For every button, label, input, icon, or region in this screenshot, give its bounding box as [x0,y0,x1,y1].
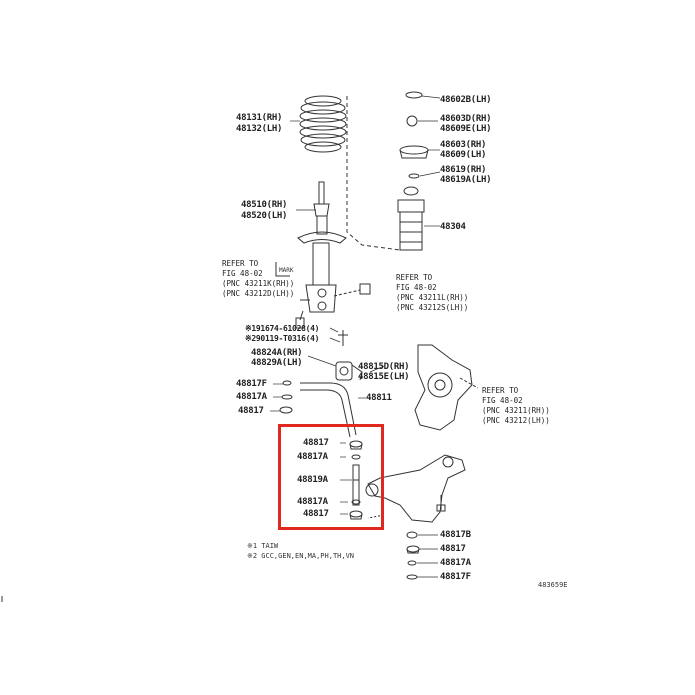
label-right-48817b[interactable]: 48817B [440,530,471,540]
coil-spring [299,95,347,153]
label-left-48817f[interactable]: 48817F [236,379,267,389]
label-strut-rh[interactable]: 48510(RH) [241,200,288,210]
leader-lines [270,95,441,578]
stabilizer-bar [300,361,363,438]
label-box-48817-top[interactable]: 48817 [303,438,329,448]
label-box-48817a-bottom[interactable]: 48817A [297,497,328,507]
label-washer-rh[interactable]: 48619(RH) [440,165,487,175]
label-support-lh[interactable]: 48609(LH) [440,150,487,160]
ref-left: REFER TO FIG 48-02 (PNC 43211K(RH)) (PNC… [222,259,295,298]
label-bolt1[interactable]: ※191674-61028(4) [245,324,320,333]
label-spring-rh[interactable]: 48131(RH) [236,113,283,123]
label-spring-lh[interactable]: 48132(LH) [236,124,283,134]
label-mount-lh[interactable]: 48602B(LH) [440,95,492,105]
steering-knuckle [414,344,479,431]
label-bracket-rh[interactable]: 48815D(RH) [358,362,410,372]
mark-label: MARK [279,267,294,274]
stabilizer-link [349,440,363,520]
label-bolt2[interactable]: ※290119-T0316(4) [245,334,320,343]
label-right-48817a[interactable]: 48817A [440,558,471,568]
label-strut-lh[interactable]: 48520(LH) [241,211,288,221]
label-bracket-lh[interactable]: 48815E(LH) [358,372,410,382]
ref-mid: REFER TO FIG 48-02 (PNC 43211L(RH)) (PNC… [396,273,469,312]
highlight-box [278,424,384,530]
label-washer-lh[interactable]: 48619A(LH) [440,175,492,185]
label-box-48817-bottom[interactable]: 48817 [303,509,329,519]
left-hardware [279,330,348,414]
lower-hardware-stack [406,531,420,580]
ref-right: REFER TO FIG 48-02 (PNC 43211(RH)) (PNC … [482,386,550,425]
upper-mount-stack [346,91,429,251]
label-support-rh[interactable]: 48603(RH) [440,140,487,150]
label-box-48819a[interactable]: 48819A [297,475,328,485]
label-left-48817a[interactable]: 48817A [236,392,267,402]
shock-strut [275,181,371,329]
diagram-id: 483659E [538,581,568,589]
label-bumper[interactable]: 48304 [440,222,466,232]
label-stab-bush-lh[interactable]: 48829A(LH) [251,358,303,368]
label-stab-bar[interactable]: 48811 [366,393,392,403]
label-box-48817a-top[interactable]: 48817A [297,452,328,462]
label-right-48817[interactable]: 48817 [440,544,466,554]
label-stab-bush-rh[interactable]: 48824A(RH) [251,348,303,358]
label-right-48817f[interactable]: 48817F [440,572,471,582]
note-2: ※2 GCC,GEN,EN,MA,PH,TH,VN [247,552,355,560]
note-1: ※1 TAIW [247,542,279,550]
label-left-48817[interactable]: 48817 [238,406,264,416]
label-mount2-rh[interactable]: 48603D(RH) [440,114,492,124]
lower-control-arm [365,454,466,523]
label-mount2-lh[interactable]: 48609E(LH) [440,124,492,134]
